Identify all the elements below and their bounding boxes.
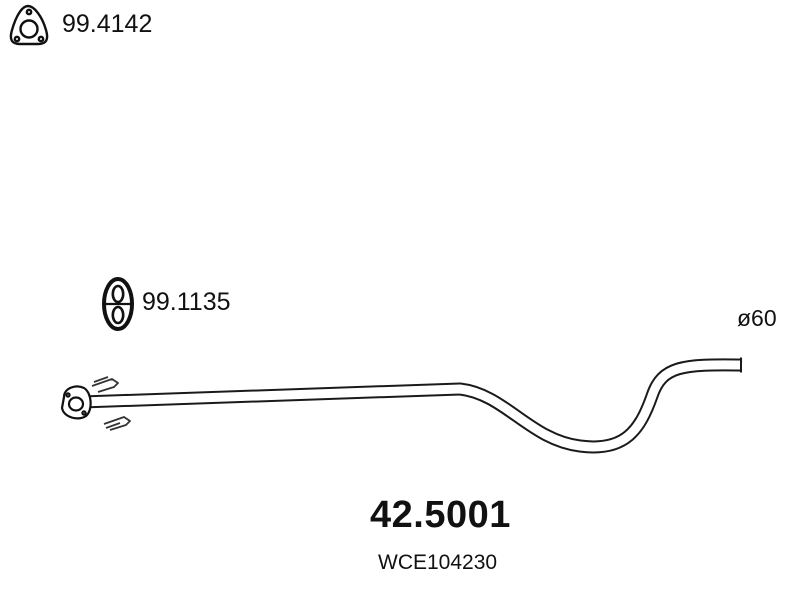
triangular-flange-gasket-icon [9, 4, 49, 46]
hanger-part-code: 99.1135 [142, 288, 231, 316]
part-number: 42.5001 [370, 494, 511, 536]
pipe-diameter-label: ø60 [737, 305, 777, 331]
flange-clamp-clips [91, 376, 131, 431]
exhaust-pipe [81, 357, 743, 454]
gasket-part-code: 99.4142 [62, 10, 153, 38]
rubber-hanger-icon [102, 277, 134, 331]
oem-reference: WCE104230 [378, 551, 498, 574]
inlet-flange [60, 385, 92, 420]
